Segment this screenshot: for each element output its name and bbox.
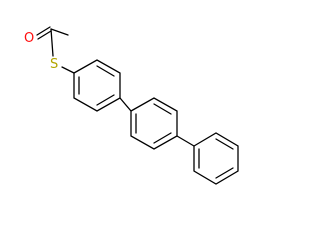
- sulfur-to-ring-bond: [61, 66, 75, 74]
- carbonyl-to-sulfur-bond: [50, 28, 54, 57]
- biaryl-bond-1: [119, 97, 132, 112]
- benzene-ring-1: [73, 59, 121, 112]
- acetyl-group: [36, 26, 69, 57]
- methyl-bond: [50, 28, 69, 36]
- ring-1-inner-bond-c: [96, 94, 115, 106]
- structure-canvas: O S: [24, 26, 239, 185]
- ring-3-inner-bond-b: [215, 138, 234, 150]
- ring-1-outline: [73, 59, 121, 112]
- carbonyl-double-bond-b: [37, 30, 52, 40]
- ring-2-outline: [130, 97, 178, 150]
- ring-3-inner-bond-c: [215, 167, 234, 179]
- ring-2-inner-bond-c: [153, 132, 172, 144]
- ring-1-inner-bond-b: [96, 65, 115, 77]
- benzene-ring-2: [130, 97, 178, 150]
- oxygen-atom-label: O: [24, 31, 34, 46]
- biaryl-bond-2: [176, 135, 195, 147]
- benzene-ring-3: [193, 132, 239, 185]
- carbonyl-double-bond-a: [36, 26, 51, 36]
- molecule-structure-diagram: O S: [24, 26, 239, 185]
- sulfur-atom-label: S: [50, 57, 58, 72]
- ring-2-inner-bond-b: [153, 103, 172, 115]
- ring-3-outline: [193, 132, 239, 185]
